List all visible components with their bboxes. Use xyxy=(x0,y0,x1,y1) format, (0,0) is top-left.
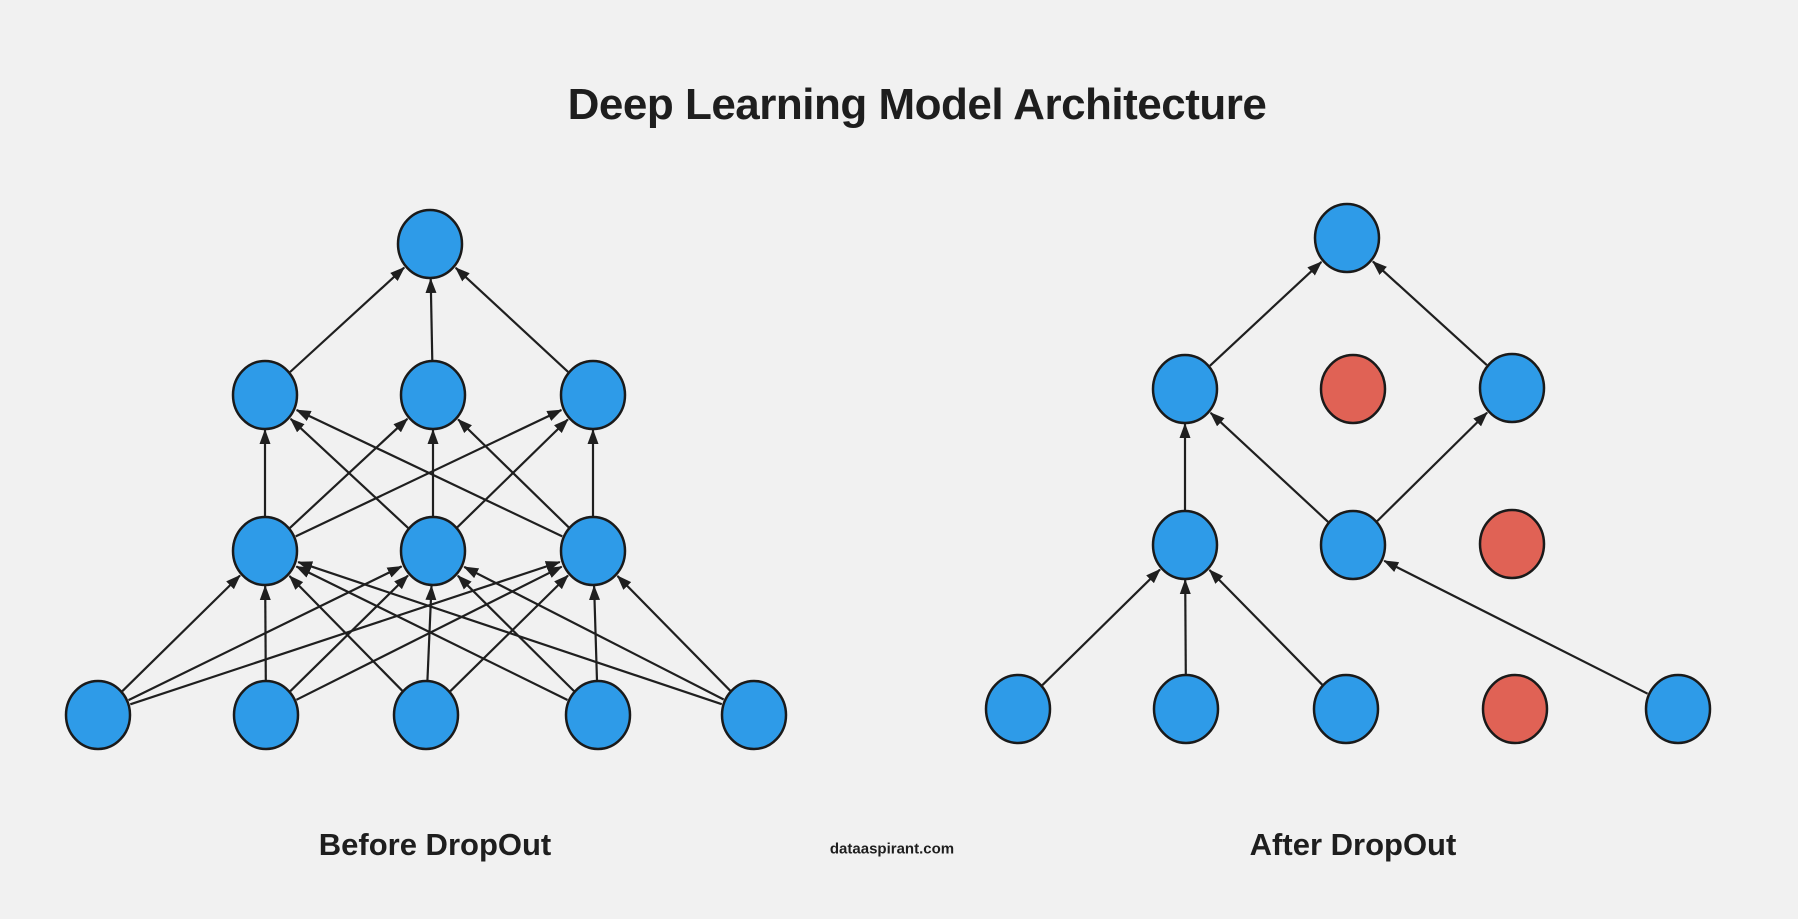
neuron-node xyxy=(231,359,299,431)
neuron-node xyxy=(984,673,1052,745)
connection-arrow xyxy=(297,561,723,706)
dropped-neuron-node xyxy=(1478,508,1546,580)
connection-arrow xyxy=(425,278,437,362)
connection-arrow xyxy=(463,565,725,701)
neuron-node xyxy=(231,515,299,587)
neuron-node xyxy=(720,679,788,751)
connection-arrow xyxy=(616,575,731,692)
neuron-node xyxy=(399,359,467,431)
connection-arrow xyxy=(288,575,403,692)
connection-arrow xyxy=(454,266,569,373)
neuron-node xyxy=(1152,673,1220,745)
watermark-text: dataaspirant.com xyxy=(829,840,955,858)
edges-layer xyxy=(121,260,1649,706)
neuron-node xyxy=(399,515,467,587)
connection-arrow xyxy=(1041,568,1161,686)
neuron-node xyxy=(1313,202,1381,274)
after-dropout-label: After DropOut xyxy=(1249,827,1457,862)
connection-arrow xyxy=(295,409,563,538)
connection-arrow xyxy=(289,266,405,373)
neuron-node xyxy=(64,679,132,751)
neuron-node xyxy=(232,679,300,751)
connection-arrow xyxy=(289,574,409,692)
connection-arrow xyxy=(259,585,271,682)
connection-arrow xyxy=(1376,411,1488,522)
neuron-node xyxy=(1644,673,1712,745)
connection-arrow xyxy=(1209,411,1329,523)
neuron-node xyxy=(1312,673,1380,745)
nodes-layer xyxy=(64,202,1712,751)
before-dropout-label: Before DropOut xyxy=(318,827,552,862)
neuron-node xyxy=(1478,352,1546,424)
connection-arrow xyxy=(425,585,437,682)
connection-arrow xyxy=(1383,559,1649,695)
neuron-node xyxy=(392,679,460,751)
connection-arrow xyxy=(1209,261,1323,367)
dropped-neuron-node xyxy=(1481,673,1549,745)
connection-arrow xyxy=(289,417,409,529)
neuron-node xyxy=(1151,353,1219,425)
connection-arrow xyxy=(457,574,575,692)
connection-arrow xyxy=(1179,579,1191,676)
connection-arrow xyxy=(1372,260,1488,366)
connection-arrow xyxy=(1208,569,1323,686)
neuron-node xyxy=(1319,509,1387,581)
page-title: Deep Learning Model Architecture xyxy=(567,80,1267,129)
neuron-node xyxy=(564,679,632,751)
neuron-node xyxy=(559,515,627,587)
connection-arrow xyxy=(121,574,241,692)
neuron-node xyxy=(559,359,627,431)
connection-arrow xyxy=(457,418,570,529)
neuron-node xyxy=(1151,509,1219,581)
connection-arrow xyxy=(295,565,568,701)
neuron-node xyxy=(396,208,464,280)
dropped-neuron-node xyxy=(1319,353,1387,425)
